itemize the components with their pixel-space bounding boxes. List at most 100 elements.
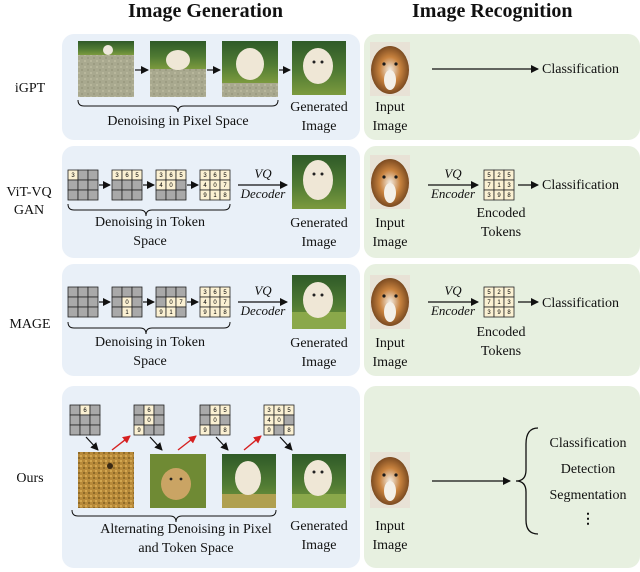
input-label-mage: Input Image xyxy=(372,336,408,370)
tasks-brace xyxy=(515,427,539,535)
svg-text:2: 2 xyxy=(497,173,501,179)
svg-text:6: 6 xyxy=(169,173,173,179)
svg-text:0: 0 xyxy=(213,300,217,306)
task-detection: Detection xyxy=(560,462,616,477)
decoder-top-vitvqgan: VQ xyxy=(254,166,272,181)
svg-text:4: 4 xyxy=(267,418,271,424)
svg-text:1: 1 xyxy=(125,310,129,316)
svg-text:5: 5 xyxy=(135,173,139,179)
svg-text:6: 6 xyxy=(213,290,217,296)
svg-text:3: 3 xyxy=(159,173,163,179)
svg-text:6: 6 xyxy=(83,408,87,414)
task-segmentation: Segmentation xyxy=(549,488,627,503)
svg-text:7: 7 xyxy=(223,183,227,189)
svg-text:3: 3 xyxy=(507,183,511,189)
svg-text:5: 5 xyxy=(487,290,491,296)
encoded-label-mage: Encoded Tokens xyxy=(476,325,526,359)
svg-text:6: 6 xyxy=(213,408,217,414)
output-mage: Classification xyxy=(542,296,619,311)
output-igpt: Classification xyxy=(542,62,619,77)
encoder-bottom-vitvqgan: Encoder xyxy=(430,186,476,201)
generated-image-mage xyxy=(292,275,346,329)
svg-text:6: 6 xyxy=(147,408,151,414)
svg-text:2: 2 xyxy=(497,290,501,296)
svg-text:0: 0 xyxy=(125,300,129,306)
svg-text:3: 3 xyxy=(203,173,207,179)
input-label-igpt: Input Image xyxy=(372,100,408,134)
decoder-bottom-vitvqgan: Decoder xyxy=(240,186,286,201)
row-label-igpt: iGPT xyxy=(14,81,46,96)
generated-label-ours: Generated Image xyxy=(290,519,348,553)
ours-token-grids: 6 6 0 9 6 xyxy=(69,404,295,436)
svg-text:9: 9 xyxy=(497,310,501,316)
encoder-top-vitvqgan: VQ xyxy=(444,166,462,181)
generated-label-igpt: Generated Image xyxy=(290,100,348,134)
input-label-vitvqgan: Input Image xyxy=(372,216,408,250)
svg-text:1: 1 xyxy=(497,300,501,306)
svg-text:0: 0 xyxy=(213,418,217,424)
row-label-ours: Ours xyxy=(16,471,44,486)
caption-ours: Alternating Denoising in Pixel and Token… xyxy=(100,522,272,556)
svg-text:4: 4 xyxy=(159,183,163,189)
svg-text:6: 6 xyxy=(125,173,129,179)
svg-text:0: 0 xyxy=(277,418,281,424)
decoder-bottom-mage: Decoder xyxy=(240,303,286,318)
mage-token-grids: 0 1 0 7 9 1 3 6 5 4 xyxy=(67,286,231,318)
svg-text:0: 0 xyxy=(169,300,173,306)
svg-text:6: 6 xyxy=(213,173,217,179)
task-classification: Classification xyxy=(549,436,627,451)
svg-text:8: 8 xyxy=(223,310,227,316)
svg-text:8: 8 xyxy=(223,193,227,199)
svg-text:8: 8 xyxy=(223,428,227,434)
input-image-igpt xyxy=(370,42,410,96)
svg-text:3: 3 xyxy=(507,300,511,306)
task-more-ellipsis: ⋮ xyxy=(581,512,595,527)
svg-text:0: 0 xyxy=(213,183,217,189)
svg-text:3: 3 xyxy=(203,290,207,296)
encoder-bottom-mage: Encoder xyxy=(430,303,476,318)
svg-text:8: 8 xyxy=(507,193,511,199)
svg-text:7: 7 xyxy=(223,300,227,306)
svg-text:5: 5 xyxy=(487,173,491,179)
svg-text:5: 5 xyxy=(223,408,227,414)
svg-text:5: 5 xyxy=(223,290,227,296)
header-generation: Image Generation xyxy=(128,0,283,22)
row-label-mage: MAGE xyxy=(9,317,51,332)
header-recognition: Image Recognition xyxy=(412,0,573,22)
encoded-tokens-vitvqgan: 5 2 5 7 1 3 3 9 8 xyxy=(483,169,515,201)
svg-text:5: 5 xyxy=(507,290,511,296)
decoder-top-mage: VQ xyxy=(254,283,272,298)
input-image-vitvqgan xyxy=(370,155,410,209)
svg-text:0: 0 xyxy=(169,183,173,189)
svg-text:9: 9 xyxy=(497,193,501,199)
generated-label-vitvqgan: Generated Image xyxy=(290,216,348,250)
svg-text:9: 9 xyxy=(159,310,163,316)
input-label-ours: Input Image xyxy=(372,519,408,553)
svg-text:5: 5 xyxy=(287,408,291,414)
svg-text:4: 4 xyxy=(203,300,207,306)
encoded-label-vitvqgan: Encoded Tokens xyxy=(476,206,526,240)
caption-igpt: Denoising in Pixel Space xyxy=(107,114,249,129)
row-label-vitvqgan: ViT-VQGAN xyxy=(6,185,52,218)
svg-text:1: 1 xyxy=(169,310,173,316)
svg-text:3: 3 xyxy=(267,408,271,414)
igpt-progression xyxy=(78,41,346,97)
ours-image-progression xyxy=(78,452,346,508)
output-vitvqgan: Classification xyxy=(542,178,619,193)
svg-text:7: 7 xyxy=(487,300,491,306)
svg-text:1: 1 xyxy=(497,183,501,189)
svg-text:9: 9 xyxy=(137,428,141,434)
svg-text:6: 6 xyxy=(277,408,281,414)
svg-text:9: 9 xyxy=(203,428,207,434)
generated-image-vitvqgan xyxy=(292,155,346,209)
svg-text:3: 3 xyxy=(115,173,119,179)
encoder-top-mage: VQ xyxy=(444,283,462,298)
svg-text:3: 3 xyxy=(487,193,491,199)
svg-text:8: 8 xyxy=(287,428,291,434)
svg-text:9: 9 xyxy=(203,310,207,316)
generated-label-mage: Generated Image xyxy=(290,336,348,370)
vitvqgan-token-grids: 3 3 6 5 3 xyxy=(67,169,231,201)
caption-mage: Denoising in Token Space xyxy=(95,335,205,369)
svg-text:5: 5 xyxy=(223,173,227,179)
